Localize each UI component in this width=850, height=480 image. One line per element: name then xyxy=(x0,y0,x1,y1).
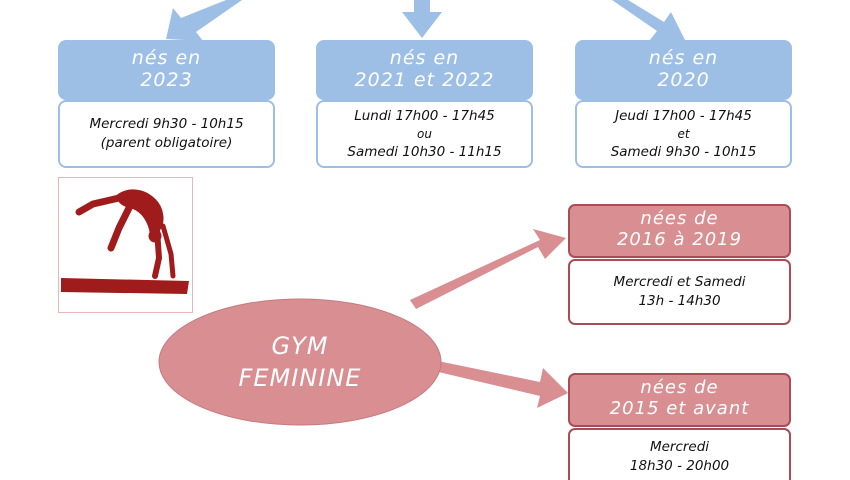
group-2021-2022-schedule-line3: Samedi 10h30 - 11h15 xyxy=(347,143,502,160)
red-arrows xyxy=(410,229,568,408)
group-2020-schedule-line3: Samedi 9h30 - 10h15 xyxy=(610,143,757,160)
gym-feminine-line2: FEMININE xyxy=(238,364,362,392)
group-2020-header-line1: nés en xyxy=(648,47,719,69)
gymnast-balance-beam-icon xyxy=(61,189,189,294)
group-2023-header-line1: nés en xyxy=(131,47,202,69)
group-2023-schedule: Mercredi 9h30 - 10h15 (parent obligatoir… xyxy=(58,100,275,168)
group-2015-avant-schedule-line2: 18h30 - 20h00 xyxy=(629,458,730,474)
group-2021-2022-schedule-line2: ou xyxy=(417,126,432,141)
group-2020-header-line2: 2020 xyxy=(657,69,710,91)
gym-feminine-ellipse xyxy=(158,298,442,426)
arrow-to-2021-2022 xyxy=(402,0,442,38)
group-2021-2022-schedule-line1: Lundi 17h00 - 17h45 xyxy=(354,107,495,124)
group-2021-2022-header: nés en 2021 et 2022 xyxy=(316,40,533,100)
group-2020-schedule: Jeudi 17h00 - 17h45 et Samedi 9h30 - 10h… xyxy=(575,100,792,168)
group-2023-schedule-line1: Mercredi 9h30 - 10h15 xyxy=(89,116,244,132)
gymnast-image xyxy=(58,177,193,313)
group-2016-2019-schedule: Mercredi et Samedi 13h - 14h30 xyxy=(568,259,791,325)
group-2016-2019-header: nées de 2016 à 2019 xyxy=(568,204,791,258)
gym-feminine-label: GYM FEMININE xyxy=(160,300,440,424)
group-2015-avant-schedule-line1: Mercredi xyxy=(649,439,710,455)
arrow-to-2023 xyxy=(166,0,242,41)
group-2021-2022-header-line1: nés en xyxy=(389,47,460,69)
group-2015-avant-header: nées de 2015 et avant xyxy=(568,373,791,427)
group-2023-header-line2: 2023 xyxy=(140,69,193,91)
group-2016-2019-schedule-line2: 13h - 14h30 xyxy=(638,293,721,309)
group-2016-2019-schedule-line1: Mercredi et Samedi xyxy=(613,274,746,290)
blue-arrows xyxy=(166,0,685,41)
group-2020-schedule-line1: Jeudi 17h00 - 17h45 xyxy=(615,107,752,124)
arrow-to-2016-2019 xyxy=(410,229,566,309)
arrow-to-2015-avant xyxy=(430,360,568,408)
group-2021-2022-header-line2: 2021 et 2022 xyxy=(354,69,495,91)
arrow-to-2020 xyxy=(612,0,685,40)
group-2016-2019-header-line1: nées de xyxy=(640,208,719,229)
group-2015-avant-header-line2: 2015 et avant xyxy=(609,398,750,419)
group-2016-2019-header-line2: 2016 à 2019 xyxy=(616,229,743,250)
group-2023-schedule-line2: (parent obligatoire) xyxy=(100,135,233,151)
gym-feminine-line1: GYM xyxy=(271,332,329,360)
group-2015-avant-header-line1: nées de xyxy=(640,377,719,398)
group-2015-avant-schedule: Mercredi 18h30 - 20h00 xyxy=(568,428,791,480)
group-2020-header: nés en 2020 xyxy=(575,40,792,100)
group-2023-header: nés en 2023 xyxy=(58,40,275,100)
group-2020-schedule-line2: et xyxy=(677,126,690,141)
group-2021-2022-schedule: Lundi 17h00 - 17h45 ou Samedi 10h30 - 11… xyxy=(316,100,533,168)
